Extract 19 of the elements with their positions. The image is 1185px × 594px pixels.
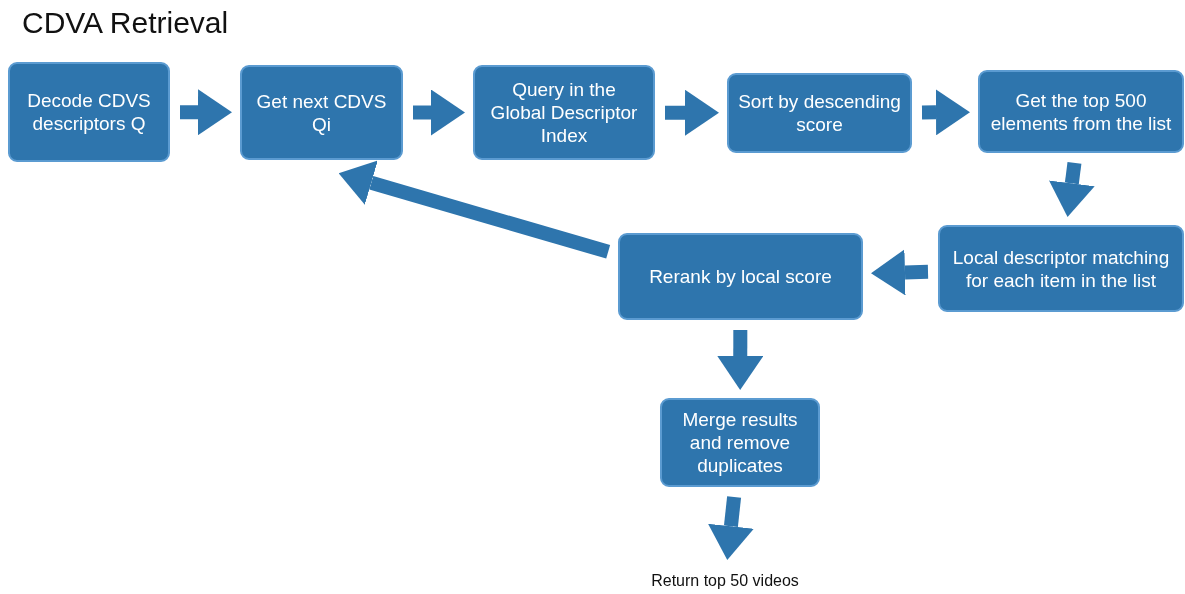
process-box: Get the top 500 elements from the list — [978, 70, 1184, 153]
arrow — [413, 89, 465, 136]
process-box: Local descriptor matching for each item in the list — [938, 225, 1184, 312]
process-box: Merge results and remove duplicates — [660, 398, 820, 487]
arrow — [1049, 162, 1095, 218]
process-box: Query in the Global Descriptor Index — [473, 65, 655, 160]
process-box: Get next CDVS Qi — [240, 65, 403, 160]
arrow — [180, 89, 232, 136]
process-box: Rerank by local score — [618, 233, 863, 320]
process-box: Sort by descending score — [727, 73, 912, 153]
arrow — [708, 496, 754, 561]
arrow — [338, 160, 611, 259]
arrow — [871, 249, 929, 296]
arrow — [717, 329, 764, 390]
output-text: Return top 50 videos — [651, 572, 799, 590]
arrow — [665, 89, 719, 136]
process-box: Decode CDVS descriptors Q — [8, 62, 170, 162]
diagram-title: CDVA Retrieval — [22, 6, 229, 40]
arrow — [921, 89, 970, 136]
